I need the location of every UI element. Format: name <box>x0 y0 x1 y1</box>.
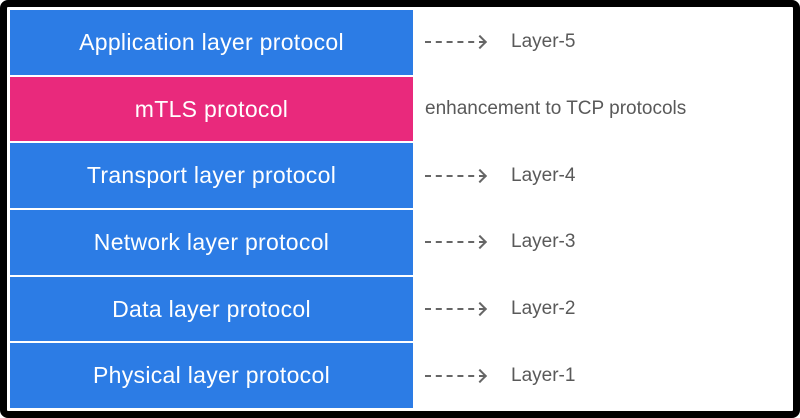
dashed-arrow-icon <box>425 168 488 183</box>
arrow-shaft <box>425 241 485 244</box>
layer-box-mtls: mTLS protocol <box>10 76 413 142</box>
dashed-arrow-icon <box>425 301 488 317</box>
arrow-head <box>472 168 488 183</box>
arrow-shaft <box>425 308 485 311</box>
annotation-label: Layer-4 <box>511 164 576 186</box>
layer-box-label: Network layer protocol <box>93 228 330 255</box>
layer-box-label: mTLS protocol <box>134 95 289 122</box>
annotation-label: Layer-5 <box>511 31 576 53</box>
annotation-label: Layer-2 <box>511 298 576 320</box>
layer-box-application: Application layer protocol <box>10 10 413 75</box>
annotation-row-layer4: Layer-4 <box>425 143 790 208</box>
arrow-head <box>472 368 488 383</box>
annotation-row-layer2: Layer-2 <box>425 277 790 342</box>
annotation-row-mtls: enhancement to TCP protocols <box>425 77 790 142</box>
protocol-stack: Application layer protocol mTLS protocol… <box>10 10 413 409</box>
layer-box-physical: Physical layer protocol <box>10 343 413 409</box>
dashed-arrow-icon <box>425 235 488 250</box>
annotation-row-layer3: Layer-3 <box>425 210 790 275</box>
layer-box-label: Physical layer protocol <box>92 362 330 389</box>
arrow-shaft <box>425 41 485 44</box>
layer-box-label: Data layer protocol <box>112 295 311 322</box>
annotation-row-layer5: Layer-5 <box>425 10 790 75</box>
arrow-shaft <box>425 374 485 377</box>
annotation-label: enhancement to TCP protocols <box>425 98 687 119</box>
arrow-head <box>472 301 488 317</box>
annotation-label: Layer-1 <box>511 364 576 386</box>
annotation-row-layer1: Layer-1 <box>425 343 790 408</box>
arrow-head <box>472 35 488 50</box>
dashed-arrow-icon <box>425 35 488 50</box>
arrow-shaft <box>425 174 485 177</box>
layer-box-data: Data layer protocol <box>10 276 413 342</box>
layer-box-label: Application layer protocol <box>79 28 344 55</box>
dashed-arrow-icon <box>425 368 488 383</box>
layer-box-transport: Transport layer protocol <box>10 143 413 209</box>
arrow-head <box>472 235 488 250</box>
layer-box-label: Transport layer protocol <box>86 162 337 189</box>
annotation-column: Layer-5 enhancement to TCP protocols Lay… <box>413 10 790 408</box>
layer-box-network: Network layer protocol <box>10 210 413 275</box>
annotation-label: Layer-3 <box>511 231 576 253</box>
